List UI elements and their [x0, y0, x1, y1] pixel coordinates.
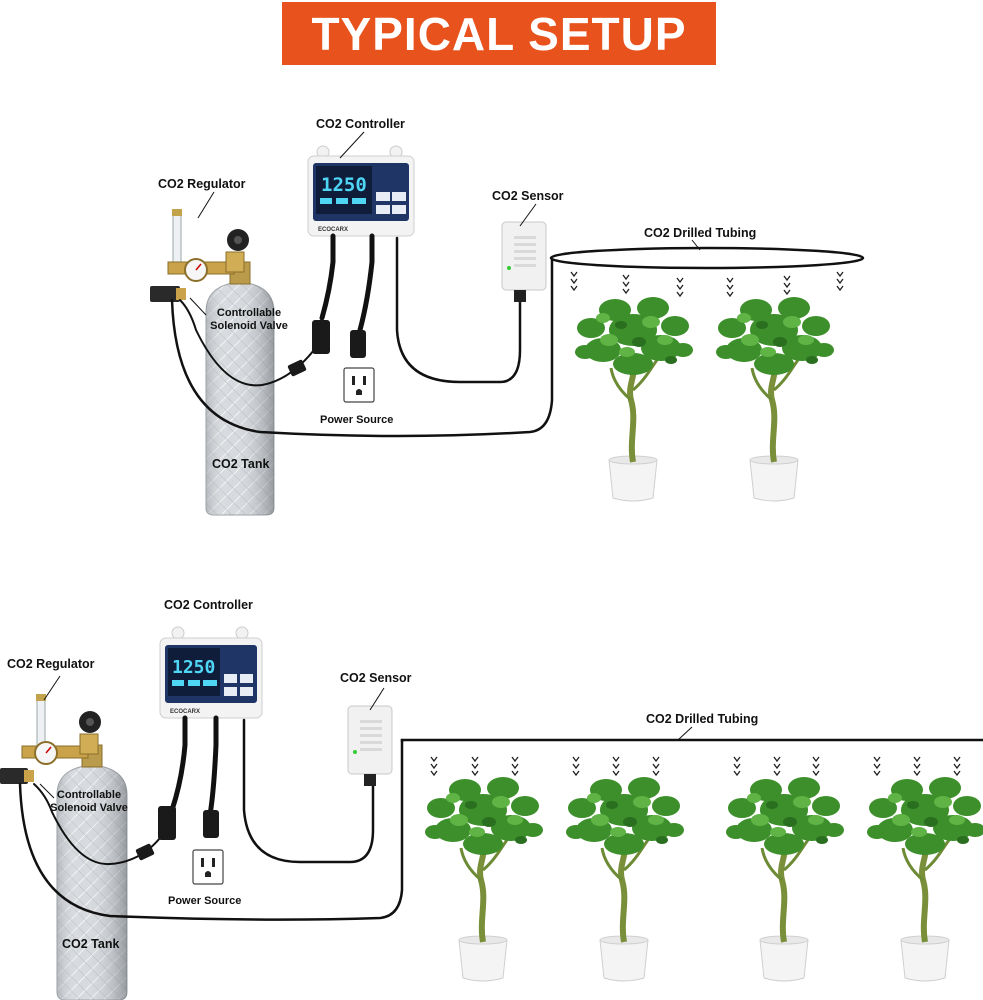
regulator-label-1: CO2 Regulator — [158, 177, 246, 191]
display-reading-1: 1250 — [321, 174, 367, 196]
co2-sensor-2 — [347, 705, 393, 786]
power-outlet-1 — [343, 367, 375, 403]
solenoid-valve-2 — [0, 768, 34, 784]
solenoid-label-2: Controllable Solenoid Valve — [46, 789, 132, 815]
power-outlet-2 — [192, 849, 224, 885]
display-reading-2: 1250 — [172, 657, 215, 678]
sensor-label-2: CO2 Sensor — [340, 671, 412, 685]
plant-1-1 — [575, 297, 693, 501]
cables-2 — [18, 715, 404, 921]
setup-2: 1250 ECOCARX — [0, 626, 983, 1000]
plant-2-3 — [726, 777, 844, 981]
plant-2-2 — [566, 777, 684, 981]
plant-2-1 — [425, 777, 543, 981]
controller-label-2: CO2 Controller — [164, 598, 253, 612]
co2-controller-1: 1250 ECOCARX — [307, 145, 415, 237]
co2-controller-2: 1250 ECOCARX — [159, 626, 263, 719]
solenoid-label-1-line2: Solenoid Valve — [210, 320, 288, 332]
tank-label-2: CO2 Tank — [62, 937, 120, 951]
co2-tank-2 — [56, 744, 128, 1000]
drilled-tubing-2 — [400, 738, 983, 742]
solenoid-plug-1 — [287, 359, 307, 377]
controller-label-1: CO2 Controller — [316, 117, 405, 131]
power-label-1: Power Source — [320, 414, 394, 426]
tubing-label-1: CO2 Drilled Tubing — [644, 226, 757, 240]
regulator-label-2: CO2 Regulator — [7, 657, 95, 671]
solenoid-valve-1 — [150, 286, 186, 302]
drilled-tubing-1 — [549, 246, 865, 270]
co2-sensor-1 — [501, 221, 547, 302]
plug-male-1 — [350, 330, 366, 358]
co2-flow-arrows-2 — [430, 756, 961, 776]
solenoid-label-1: Controllable Solenoid Valve — [207, 307, 291, 333]
plug-female-2 — [158, 806, 176, 840]
brand-2: ECOCARX — [170, 709, 200, 715]
cables-1 — [170, 233, 554, 438]
co2-tank-1 — [205, 261, 275, 516]
sensor-label-1: CO2 Sensor — [492, 189, 564, 203]
solenoid-plug-2 — [135, 843, 155, 861]
tank-label-1: CO2 Tank — [212, 457, 270, 471]
tubing-label-2: CO2 Drilled Tubing — [646, 712, 759, 726]
power-label-2: Power Source — [168, 895, 242, 907]
plant-1-2 — [716, 297, 834, 501]
plug-female-1 — [312, 320, 330, 354]
title-banner: TYPICAL SETUP — [282, 2, 716, 65]
solenoid-label-2-line1: Controllable — [56, 789, 122, 801]
setup-1: 1250 ECOCARX — [150, 131, 865, 516]
solenoid-label-1-line1: Controllable — [216, 307, 282, 319]
co2-regulator-1 — [167, 209, 249, 282]
co2-regulator-2 — [21, 694, 101, 765]
brand-1: ECOCARX — [318, 227, 348, 233]
solenoid-label-2-line2: Solenoid Valve — [50, 802, 128, 814]
title-text: TYPICAL SETUP — [311, 7, 687, 60]
plant-2-4 — [867, 777, 983, 981]
co2-flow-arrows-1 — [570, 271, 844, 297]
plug-male-2 — [203, 810, 219, 838]
